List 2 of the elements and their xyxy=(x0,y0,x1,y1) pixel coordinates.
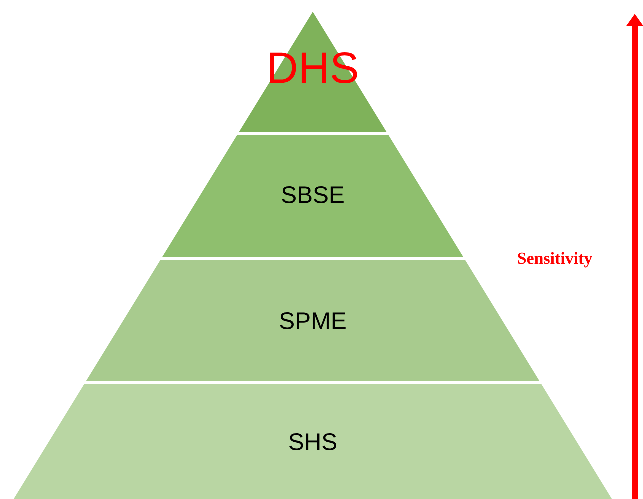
pyramid-tier: SHS xyxy=(14,384,612,499)
pyramid-tier: SBSE xyxy=(162,135,464,257)
